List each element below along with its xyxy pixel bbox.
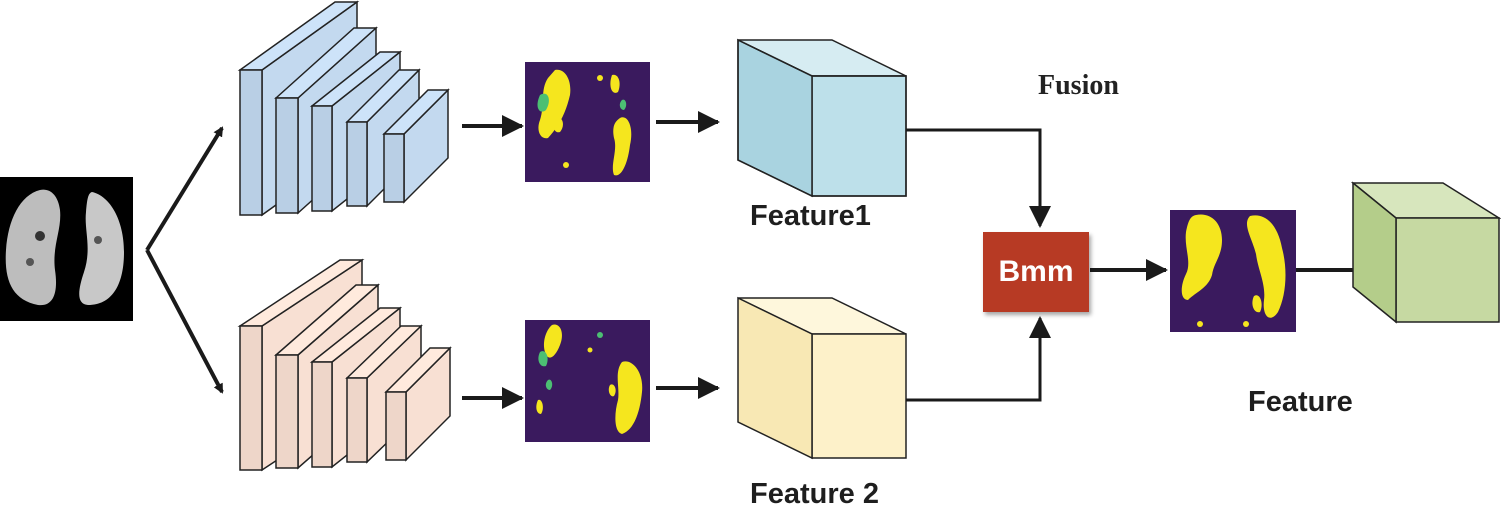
feature-label: Feature: [1248, 386, 1353, 418]
feature2-cube: [737, 296, 907, 460]
connector-line: [906, 316, 1051, 402]
cnn-layer-slab: [384, 346, 452, 462]
branch2-cnn-layers: [237, 258, 452, 472]
bmm-block: Bmm: [983, 232, 1089, 312]
cnn-layer-slab: [382, 88, 450, 204]
feature1-label: Feature1: [750, 200, 871, 232]
feature2-label: Feature 2: [750, 478, 879, 510]
segmentation-heatmap-1: [525, 62, 650, 182]
branch1-cnn-layers: [237, 0, 450, 217]
connector-line: [906, 128, 1051, 228]
split-line: [145, 249, 224, 394]
split-line: [145, 126, 224, 252]
fusion-label: Fusion: [1038, 70, 1119, 101]
segmentation-heatmap-2: [525, 320, 650, 442]
fused-segmentation-heatmap: [1170, 210, 1296, 332]
ct-lung-scan-image: [0, 177, 133, 321]
bmm-label: Bmm: [998, 255, 1074, 288]
feature1-cube: [737, 38, 907, 198]
output-feature-cube: [1350, 181, 1501, 324]
